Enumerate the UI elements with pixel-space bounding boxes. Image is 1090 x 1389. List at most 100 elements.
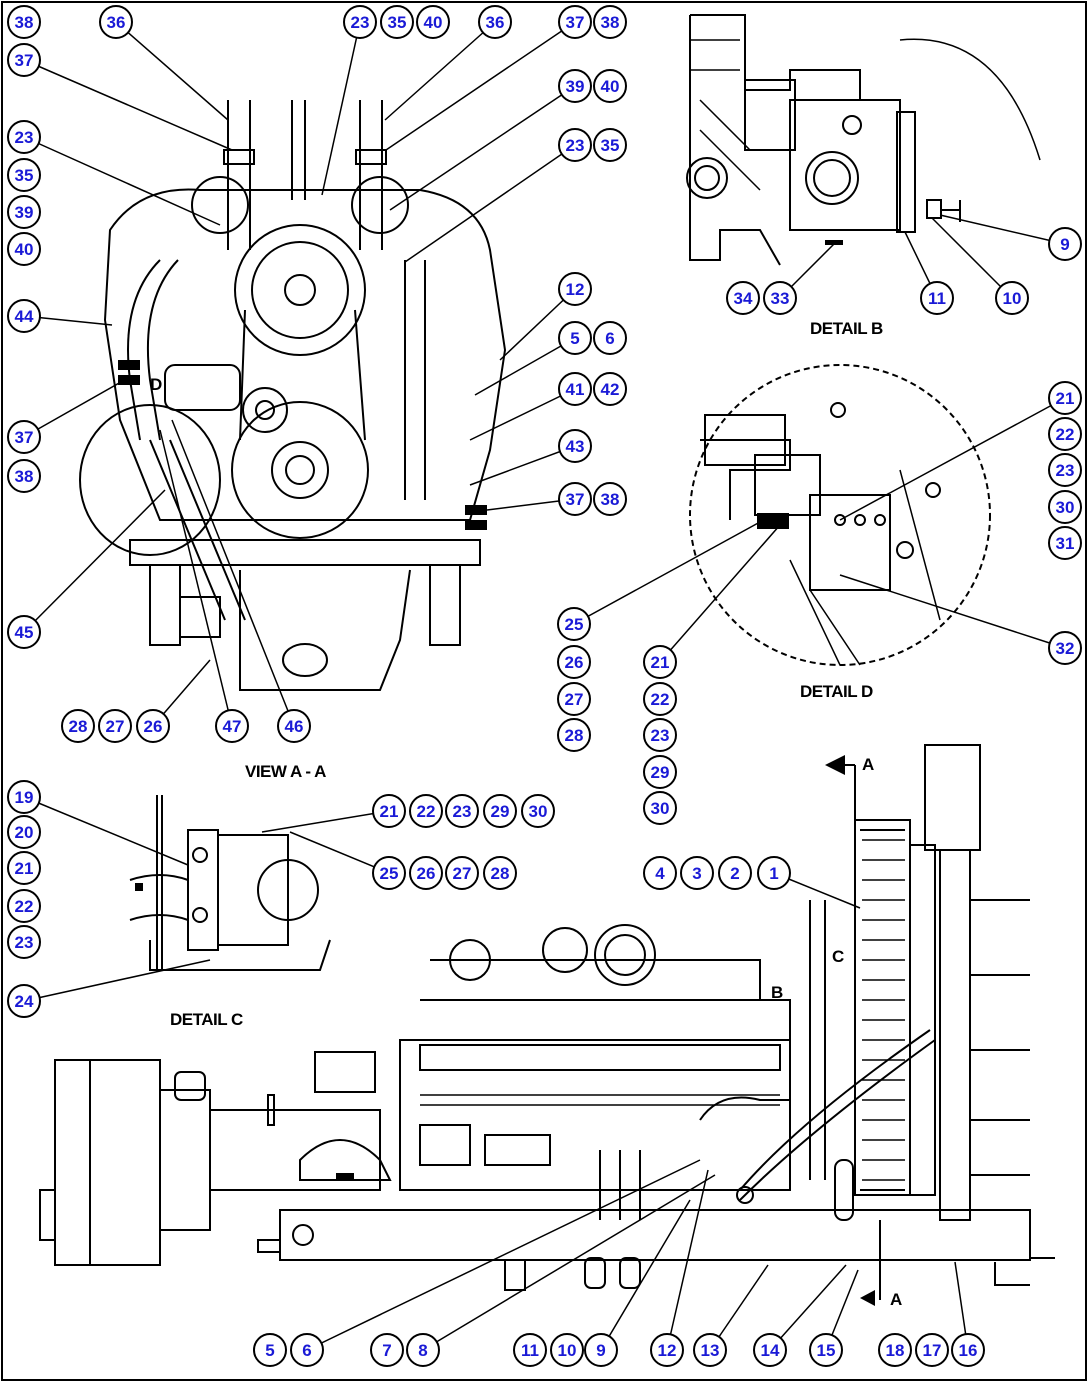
callout-20: 20 bbox=[7, 815, 41, 849]
callout-36: 36 bbox=[478, 5, 512, 39]
callout-37: 37 bbox=[7, 43, 41, 77]
callout-circle bbox=[380, 5, 414, 39]
callout-number: 23 bbox=[15, 128, 34, 147]
callout-circle bbox=[557, 645, 591, 679]
callout-18: 18 bbox=[878, 1333, 912, 1367]
callout-6: 6 bbox=[593, 321, 627, 355]
callout-circle bbox=[1048, 417, 1082, 451]
callout-30: 30 bbox=[521, 794, 555, 828]
callout-number: 33 bbox=[771, 289, 790, 308]
callout-circle bbox=[558, 482, 592, 516]
callout-38: 38 bbox=[593, 482, 627, 516]
callout-42: 42 bbox=[593, 372, 627, 406]
callout-circle bbox=[643, 755, 677, 789]
callout-number: 35 bbox=[601, 136, 620, 155]
callout-number: 38 bbox=[601, 490, 620, 509]
callout-circle bbox=[558, 5, 592, 39]
callout-number: 35 bbox=[388, 13, 407, 32]
callout-5: 5 bbox=[558, 321, 592, 355]
callout-21: 21 bbox=[372, 794, 406, 828]
side-marker-b: B bbox=[771, 983, 783, 1002]
callout-number: 29 bbox=[651, 763, 670, 782]
callout-number: 37 bbox=[15, 428, 34, 447]
callout-40: 40 bbox=[7, 232, 41, 266]
callout-12: 12 bbox=[558, 272, 592, 306]
callout-33: 33 bbox=[763, 281, 797, 315]
callout-circle bbox=[584, 1333, 618, 1367]
callout-circle bbox=[98, 709, 132, 743]
callout-circle bbox=[7, 195, 41, 229]
side-view-drawing: B C A A bbox=[39, 744, 1055, 1309]
callout-circle bbox=[483, 856, 517, 890]
callout-number: 15 bbox=[817, 1341, 836, 1360]
leader-lines bbox=[23, 21, 1066, 1351]
callout-22: 22 bbox=[7, 889, 41, 923]
callout-35: 35 bbox=[593, 128, 627, 162]
callout-circle bbox=[253, 1333, 287, 1367]
callout-circle bbox=[7, 815, 41, 849]
callout-43: 43 bbox=[558, 429, 592, 463]
callout-number: 11 bbox=[521, 1341, 539, 1360]
callout-circle bbox=[550, 1333, 584, 1367]
callout-number: 47 bbox=[223, 717, 242, 736]
callout-circle bbox=[478, 5, 512, 39]
callout-21: 21 bbox=[1048, 381, 1082, 415]
callout-circle bbox=[136, 709, 170, 743]
callout-circle bbox=[7, 120, 41, 154]
callout-circle bbox=[7, 925, 41, 959]
callout-circle bbox=[1048, 490, 1082, 524]
callout-number: 36 bbox=[107, 13, 126, 32]
callout-circle bbox=[593, 372, 627, 406]
callout-circle bbox=[995, 281, 1029, 315]
detail-c-drawing bbox=[129, 795, 331, 971]
callout-number: 32 bbox=[1056, 639, 1075, 658]
callout-19: 19 bbox=[7, 780, 41, 814]
view-aa-drawing: D bbox=[79, 100, 507, 691]
callout-25: 25 bbox=[557, 607, 591, 641]
callout-circle bbox=[1048, 631, 1082, 665]
callout-27: 27 bbox=[98, 709, 132, 743]
callout-number: 44 bbox=[15, 307, 34, 326]
callout-circle bbox=[757, 856, 791, 890]
callout-circle bbox=[7, 459, 41, 493]
callout-23: 23 bbox=[558, 128, 592, 162]
callout-number: 23 bbox=[651, 726, 670, 745]
callout-21: 21 bbox=[7, 851, 41, 885]
callout-26: 26 bbox=[557, 645, 591, 679]
callout-circle bbox=[7, 984, 41, 1018]
callout-23: 23 bbox=[1048, 453, 1082, 487]
callout-27: 27 bbox=[557, 682, 591, 716]
callout-number: 28 bbox=[69, 717, 88, 736]
callout-circle bbox=[215, 709, 249, 743]
callout-number: 23 bbox=[1056, 461, 1075, 480]
callout-circle bbox=[726, 281, 760, 315]
callout-number: 21 bbox=[380, 802, 399, 821]
callout-number: 5 bbox=[570, 329, 579, 348]
callout-6: 6 bbox=[290, 1333, 324, 1367]
callout-circle bbox=[343, 5, 377, 39]
callout-number: 30 bbox=[529, 802, 548, 821]
callout-circle bbox=[809, 1333, 843, 1367]
callout-circle bbox=[558, 128, 592, 162]
callout-number: 13 bbox=[701, 1341, 720, 1360]
callout-number: 20 bbox=[15, 823, 34, 842]
callout-47: 47 bbox=[215, 709, 249, 743]
callout-number: 40 bbox=[601, 77, 620, 96]
callout-29: 29 bbox=[643, 755, 677, 789]
callout-10: 10 bbox=[550, 1333, 584, 1367]
callout-24: 24 bbox=[7, 984, 41, 1018]
callout-number: 39 bbox=[566, 77, 585, 96]
callout-number: 9 bbox=[596, 1341, 605, 1360]
callout-11: 11 bbox=[920, 281, 954, 315]
callout-number: 38 bbox=[15, 13, 34, 32]
callout-number: 6 bbox=[302, 1341, 311, 1360]
callout-number: 31 bbox=[1056, 534, 1075, 553]
callout-number: 21 bbox=[651, 653, 670, 672]
callout-number: 26 bbox=[144, 717, 163, 736]
callout-circle bbox=[7, 420, 41, 454]
callout-circle bbox=[483, 794, 517, 828]
callout-circle bbox=[370, 1333, 404, 1367]
callout-number: 29 bbox=[491, 802, 510, 821]
callout-number: 22 bbox=[1056, 425, 1075, 444]
